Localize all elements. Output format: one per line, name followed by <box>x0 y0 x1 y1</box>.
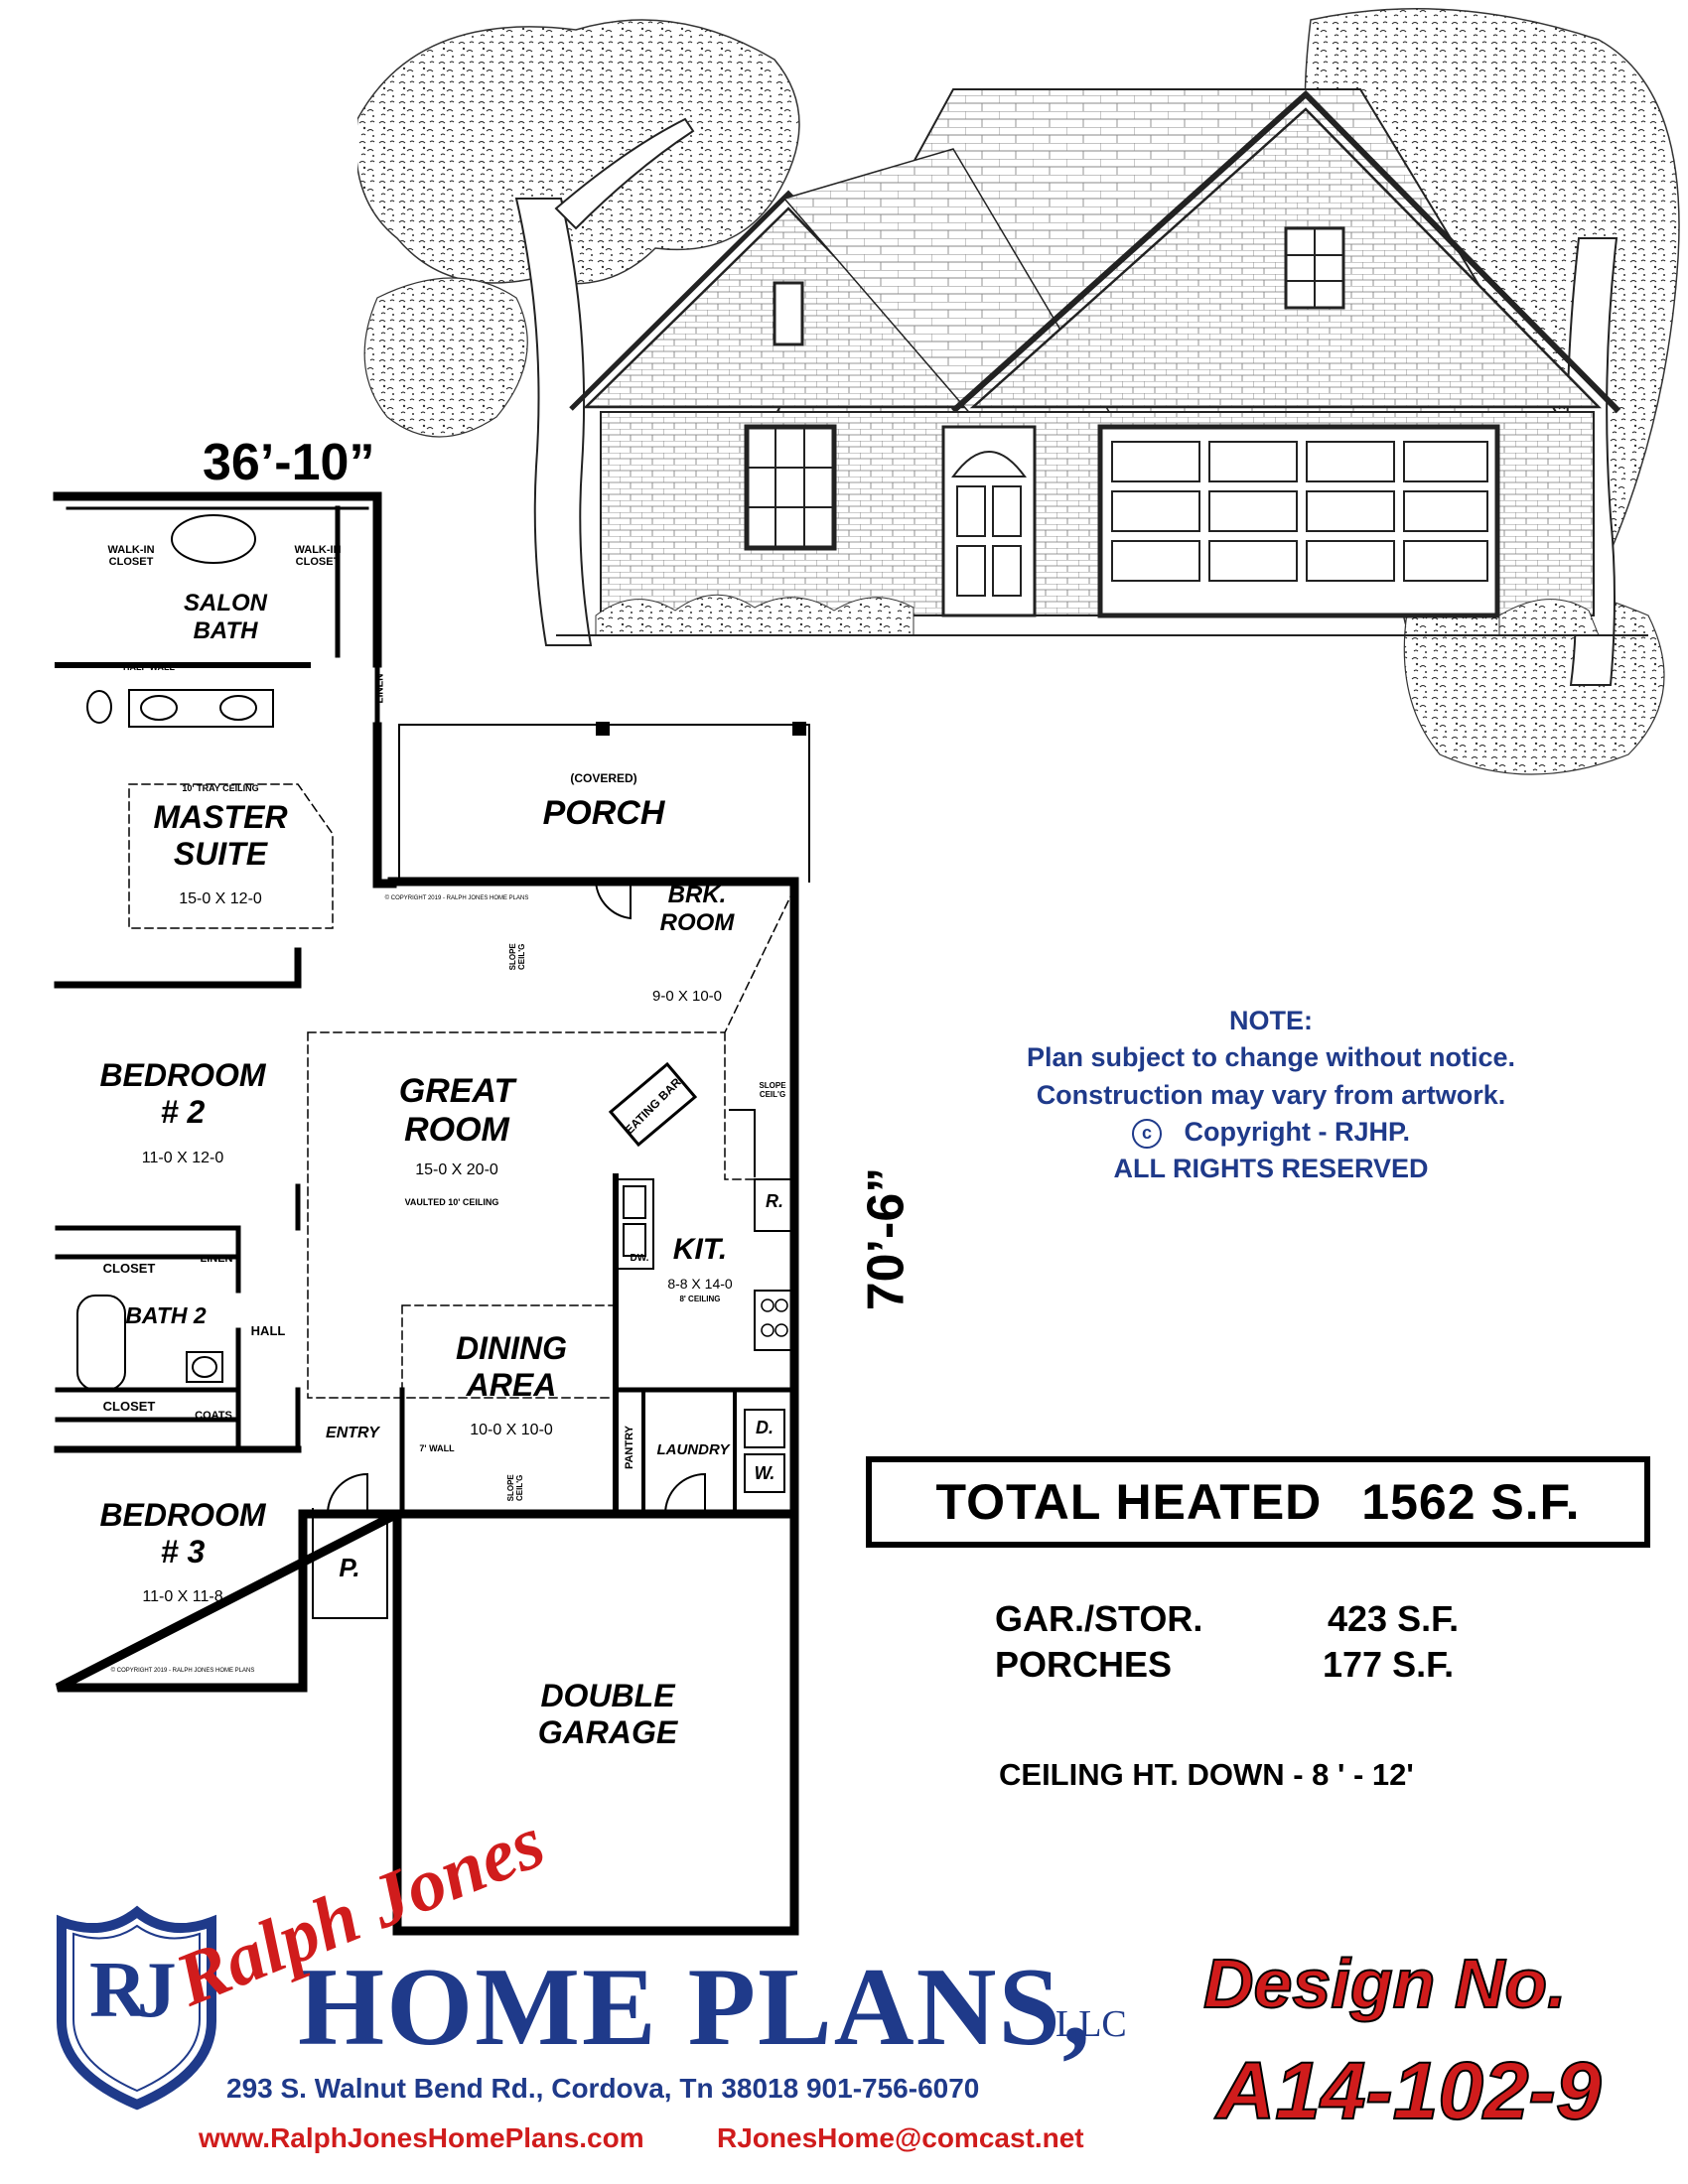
breakfast-room-dimension: 9-0 X 10-0 <box>651 988 723 1005</box>
width-dimension: 36’-10” <box>203 434 375 491</box>
design-number-value: A14-102-9 <box>1215 2045 1602 2137</box>
laundry-label: LAUNDRY <box>656 1441 730 1458</box>
coats-closet-label: COATS <box>195 1410 232 1422</box>
refrigerator-label: R. <box>766 1191 783 1211</box>
dining-area-dimension: 10-0 X 10-0 <box>470 1422 553 1438</box>
master-suite-dimension: 15-0 X 12-0 <box>179 890 262 907</box>
design-number-label: Design No. <box>1202 1944 1568 2023</box>
p-closet-label: P. <box>339 1553 360 1582</box>
ceiling-height-note: CEILING HT. DOWN - 8 ' - 12' <box>999 1757 1414 1792</box>
garage-storage-value: 423 S.F. <box>1328 1598 1460 1639</box>
brand-email-link[interactable]: RJonesHome@comcast.net <box>717 2122 1084 2153</box>
hall-label: HALL <box>250 1323 286 1338</box>
closet-bedroom-3-label: CLOSET <box>102 1399 156 1414</box>
dishwasher-label: DW. <box>630 1253 649 1264</box>
porches-value: 177 S.F. <box>1323 1644 1455 1685</box>
rj-shield-logo-icon <box>57 1905 216 2111</box>
bedroom-3-label: BEDROOM# 3 <box>99 1497 266 1570</box>
note-line-3: c Copyright - RJHP. <box>993 1114 1549 1151</box>
seven-foot-wall-label: 7' WALL <box>419 1443 455 1453</box>
kitchen-dimension: 8-8 X 14-0 <box>667 1276 733 1292</box>
note-line-2: Construction may vary from artwork. <box>1036 1079 1506 1110</box>
linen-master-label: LINEN <box>374 673 386 704</box>
brand-name: HOME PLANS, <box>298 1946 1092 2069</box>
bedroom-2-label: BEDROOM# 2 <box>99 1057 266 1130</box>
closet-bedroom-2-label: CLOSET <box>102 1261 156 1276</box>
copyright-symbol-icon: c <box>1131 1118 1162 1149</box>
bedroom-3-dimension: 11-0 X 11-8 <box>142 1588 223 1605</box>
great-room-dimension: 15-0 X 20-0 <box>415 1161 498 1178</box>
washer-label: W. <box>754 1463 775 1483</box>
copyright-stamp-1: © COPYRIGHT 2019 - RALPH JONES HOME PLAN… <box>384 895 529 901</box>
kitchen-label: KIT. <box>672 1233 728 1266</box>
garage-storage-label: GAR./STOR. <box>995 1598 1203 1639</box>
kitchen-ceiling-label: 8' CEILING <box>679 1295 721 1303</box>
linen-hall-label: LINEN <box>200 1253 233 1265</box>
pantry-label: PANTRY <box>623 1426 635 1470</box>
note-line-1: Plan subject to change without notice. <box>1026 1042 1516 1073</box>
depth-dimension: 70’-6” <box>857 1166 915 1311</box>
porches-label: PORCHES <box>995 1644 1173 1685</box>
note-copyright-text: Copyright - RJHP. <box>1184 1116 1411 1147</box>
bath-2-label: BATH 2 <box>125 1302 207 1328</box>
dryer-label: D. <box>756 1418 774 1437</box>
copyright-stamp-2: © COPYRIGHT 2019 - RALPH JONES HOME PLAN… <box>110 1668 255 1674</box>
porch-covered-label: (COVERED) <box>570 771 637 785</box>
vaulted-ceiling-label: VAULTED 10' CEILING <box>404 1197 499 1207</box>
tray-ceiling-label: 10' TRAY CEILING <box>182 783 259 793</box>
front-elevation-drawing <box>357 8 1680 775</box>
porch-label: PORCH <box>542 794 665 832</box>
brand-website-link[interactable]: www.RalphJonesHomePlans.com <box>199 2122 644 2153</box>
note-title: NOTE: <box>1229 1006 1313 1035</box>
bedroom-2-dimension: 11-0 X 12-0 <box>141 1150 224 1166</box>
floor-plan-drawing <box>53 491 810 1936</box>
note-line-4: ALL RIGHTS RESERVED <box>1113 1154 1429 1183</box>
brand-address: 293 S. Walnut Bend Rd., Cordova, Tn 3801… <box>226 2073 980 2104</box>
brand-llc: LLC <box>1055 2003 1127 2045</box>
total-heated-label: TOTAL HEATED <box>935 1474 1323 1530</box>
total-heated-box: TOTAL HEATED 1562 S.F. <box>866 1456 1650 1548</box>
plan-note: NOTE: Plan subject to change without not… <box>993 1003 1549 1187</box>
half-wall-label: HALF WALL <box>123 662 175 672</box>
breakfast-room-label: BRK.ROOM <box>659 882 735 936</box>
entry-label: ENTRY <box>326 1425 379 1441</box>
logo-letters: RJ <box>89 1947 177 2034</box>
total-heated-value: 1562 S.F. <box>1361 1474 1581 1530</box>
